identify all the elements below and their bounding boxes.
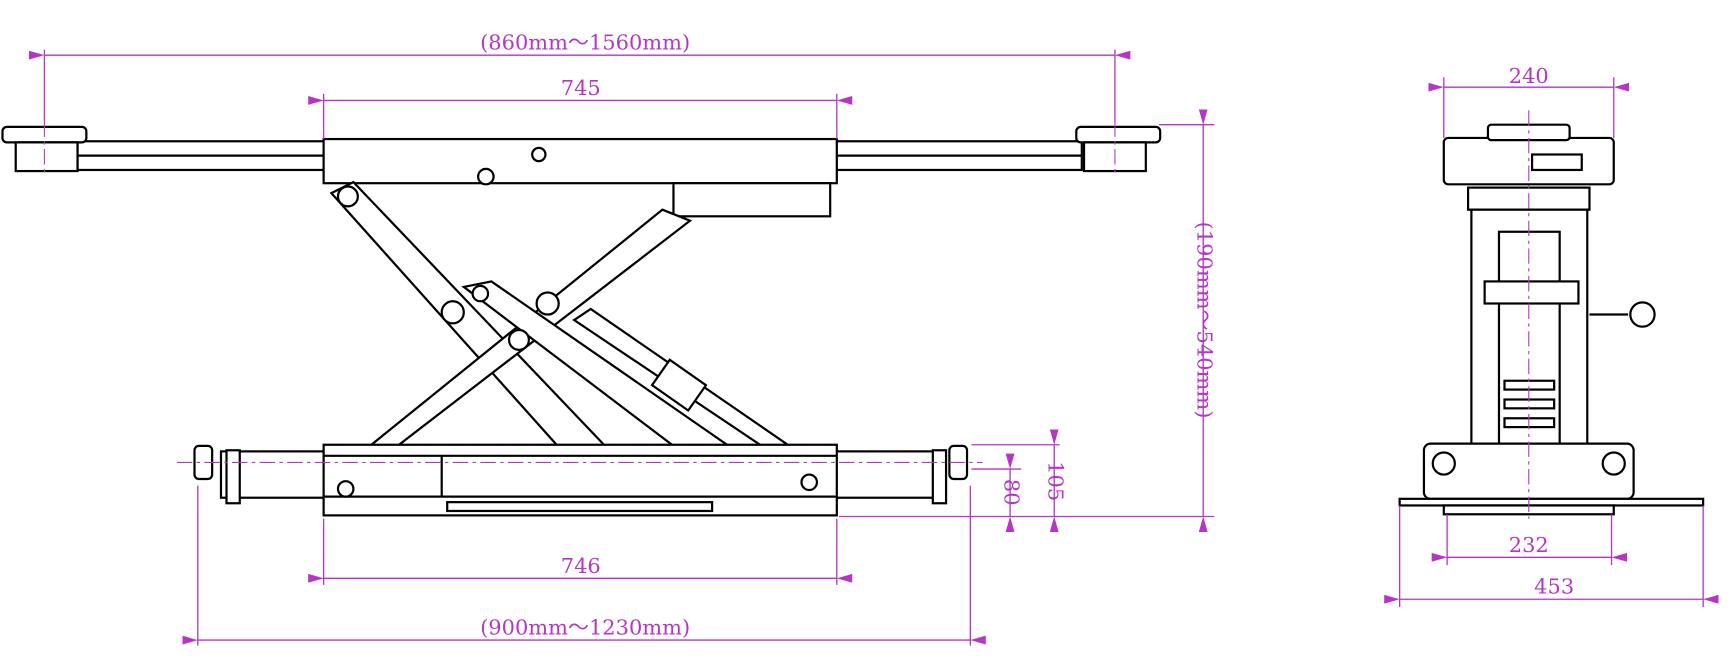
height-range-label: (190mm～540mm) bbox=[1193, 222, 1217, 419]
top-frame bbox=[322, 137, 838, 185]
side-view-dimensions: (860mm～1560mm) 745 746 (900mm～1230mm) (1… bbox=[28, 31, 1217, 646]
base-height-105-label: 105 bbox=[1044, 461, 1068, 501]
base-plate-width-label: 453 bbox=[1534, 575, 1574, 599]
top-frame-length-label: 745 bbox=[561, 76, 601, 100]
end-view-dimensions: 240 232 453 bbox=[1384, 64, 1719, 607]
release-handle-knob bbox=[1629, 301, 1656, 328]
hydraulic-cylinder bbox=[650, 358, 708, 413]
base-frame-length-label: 746 bbox=[561, 554, 601, 578]
right-lift-pad bbox=[1075, 125, 1162, 144]
base-span-label: (900mm～1230mm) bbox=[480, 616, 690, 640]
side-view bbox=[1, 121, 1162, 517]
top-width-label: 240 bbox=[1509, 64, 1549, 88]
end-view bbox=[1398, 110, 1705, 519]
base-inner-width-label: 232 bbox=[1509, 533, 1549, 557]
arm-span-label: (860mm～1560mm) bbox=[480, 31, 690, 55]
base-height-80-label: 80 bbox=[1000, 479, 1024, 506]
